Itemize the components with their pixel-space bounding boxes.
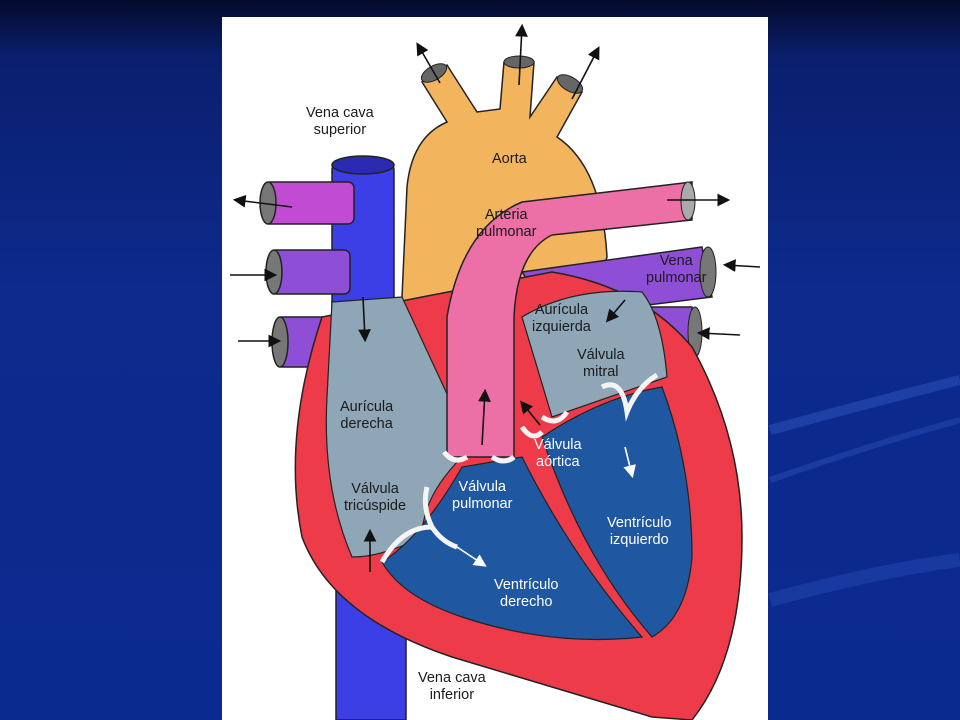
valves	[379, 372, 659, 564]
label-valvula-mitral: Válvula mitral	[577, 347, 625, 380]
flow-arrows-white	[453, 446, 636, 567]
heart-diagram-panel: Vena cava superior Aorta Arteria pulmona…	[222, 17, 768, 720]
label-vena-cava-superior: Vena cava superior	[306, 105, 374, 138]
label-auricula-derecha: Aurícula derecha	[340, 399, 394, 432]
label-ventriculo-derecho: Ventrículo derecho	[494, 577, 559, 610]
label-vena-cava-inferior: Vena cava inferior	[418, 670, 486, 703]
label-ventriculo-izquierdo: Ventrículo izquierdo	[607, 515, 672, 548]
flow-arrows	[230, 23, 761, 572]
pulmonary-artery	[446, 181, 693, 458]
right-ventricle	[381, 456, 644, 641]
label-aorta: Aorta	[492, 151, 527, 167]
left-atrium	[521, 290, 668, 418]
pulmonary-artery-end	[680, 181, 696, 221]
label-valvula-aortica: Válvula aórtica	[534, 437, 582, 470]
heart-diagram	[230, 23, 761, 720]
label-auricula-izquierda: Aurícula izquierda	[532, 302, 591, 335]
label-vena-pulmonar: Vena pulmonar	[646, 253, 707, 286]
right-atrium	[325, 296, 468, 558]
left-ventricle	[541, 386, 693, 638]
label-valvula-pulmonar: Válvula pulmonar	[452, 479, 513, 512]
label-valvula-tricuspide: Válvula tricúspide	[344, 481, 407, 514]
label-arteria-pulmonar: Arteria pulmonar	[476, 207, 537, 240]
